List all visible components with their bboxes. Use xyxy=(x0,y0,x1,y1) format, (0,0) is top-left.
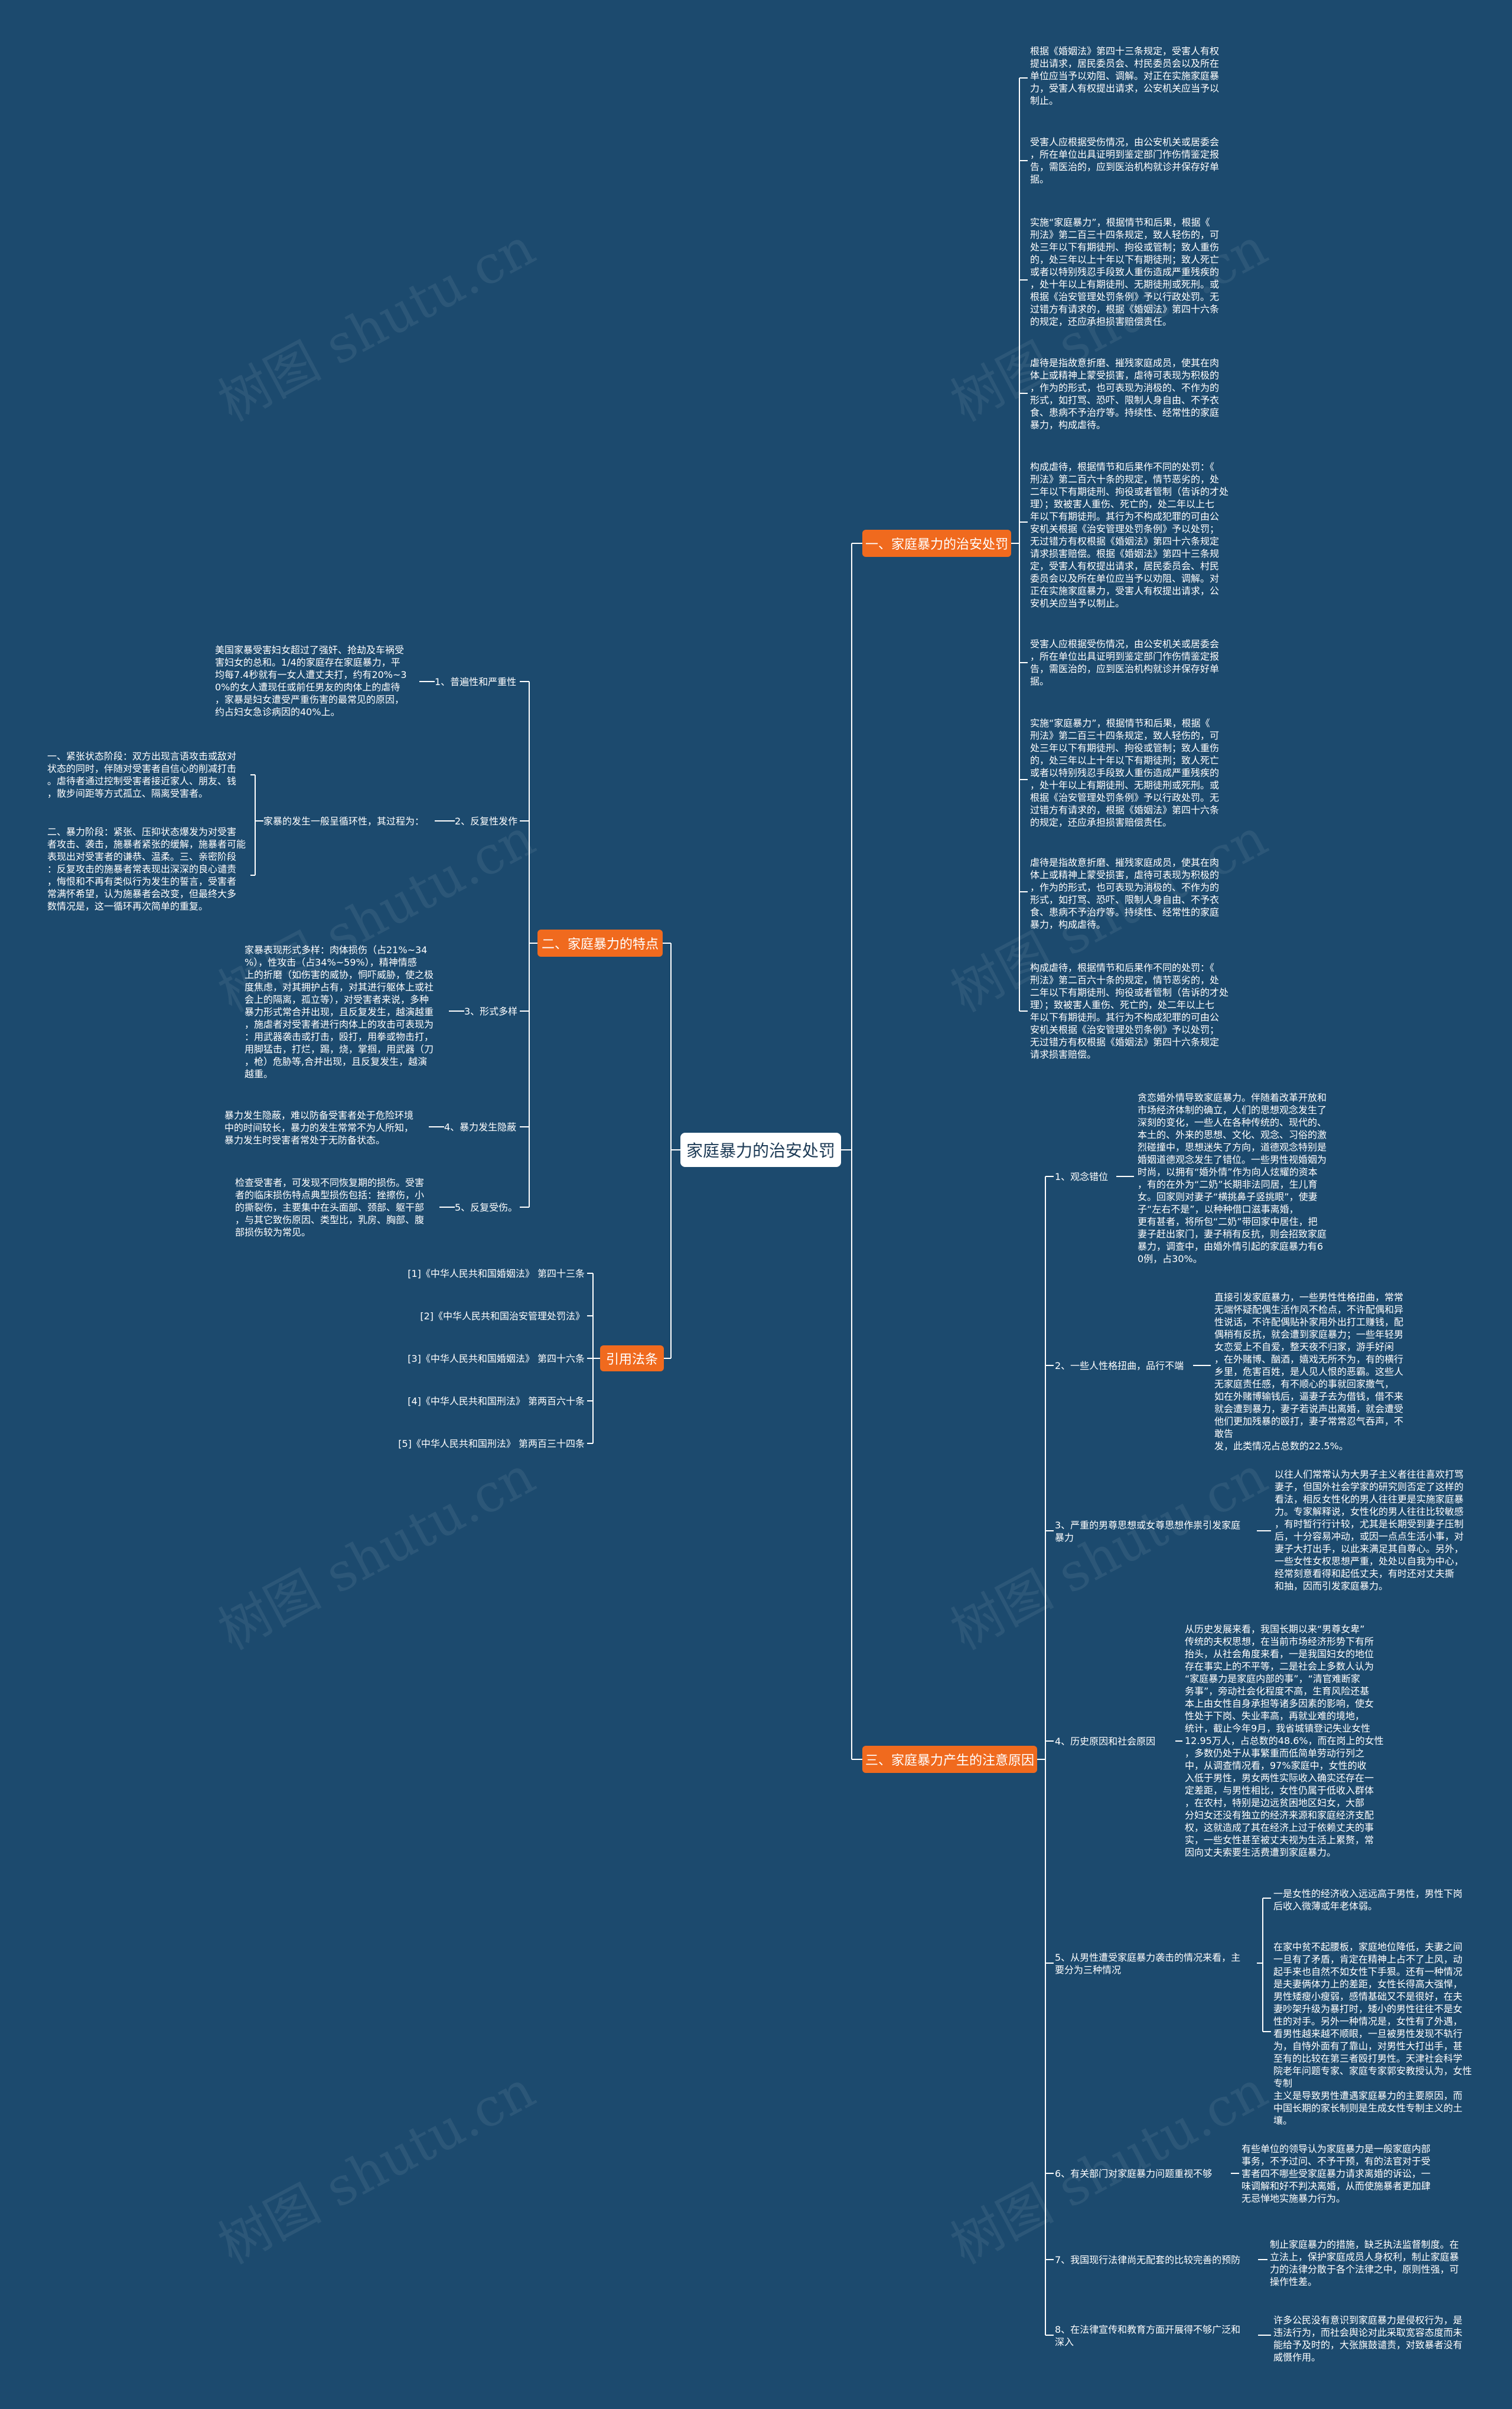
cause-text-8: 许多公民没有意识到家庭暴力是侵权行为，是 违法行为，而社会舆论对此采取宽容态度而… xyxy=(1273,2315,1463,2363)
penalty-leaf: 虐待是指故意折磨、摧残家庭成员，使其在肉 体上或精神上蒙受损害，虐待可表现为积极… xyxy=(1030,857,1220,930)
feature-text-4: 暴力发生隐蔽，难以防备受害者处于危险环境 中的时间较长，暴力的发生常常不为人所知… xyxy=(224,1110,414,1146)
cause-label-4: 4、历史原因和社会原因 xyxy=(1055,1736,1156,1747)
cause-label-7: 7、我国现行法律尚无配套的比较完善的预防 xyxy=(1055,2254,1241,2265)
feature-text-3: 家暴表现形式多样：肉体损伤（占21%~34 %），性攻击（占34%~59%），精… xyxy=(245,944,434,1080)
branch-legal-refs[interactable]: 引用法条 xyxy=(600,1345,664,1371)
cause-text-6: 有些单位的领导认为家庭暴力是一般家庭内部 事务，不予过问、不予干预，有的法官对于… xyxy=(1241,2143,1431,2204)
legal-ref-item[interactable]: [4]《中华人民共和国刑法》 第两百六十条 xyxy=(408,1396,585,1407)
legal-ref-item[interactable]: [5]《中华人民共和国刑法》 第两百三十四条 xyxy=(398,1438,585,1449)
penalty-leaf: 受害人应根据受伤情况，由公安机关或居委会 ，所在单位出具证明到鉴定部门作伤情鉴定… xyxy=(1030,136,1220,185)
branch-causes[interactable]: 三、家庭暴力产生的注意原因 xyxy=(862,1746,1037,1773)
cause-label-3: 3、严重的男尊思想或女尊思想作祟引发家庭 暴力 xyxy=(1055,1520,1241,1543)
cause-sub-5a: 一是女性的经济收入远远高于男性，男性下岗 后收入微薄或年老体弱。 xyxy=(1273,1888,1463,1912)
cause-label-8: 8、在法律宣传和教育方面开展得不够广泛和 深入 xyxy=(1055,2324,1241,2348)
feature-label-1: 1、普遍性和严重性 xyxy=(435,676,517,687)
feature-label-2: 2、反复性发作 xyxy=(455,816,518,827)
legal-ref-item[interactable]: [3]《中华人民共和国婚姻法》 第四十六条 xyxy=(408,1353,585,1364)
cause-text-1: 贪恋婚外情导致家庭暴力。伴随着改革开放和 市场经济体制的确立，人们的思想观念发生… xyxy=(1138,1092,1327,1264)
penalty-leaf: 构成虐待，根据情节和后果作不同的处罚：《 刑法》第二百六十条的规定，情节恶劣的，… xyxy=(1030,962,1229,1060)
penalty-leaf: 构成虐待，根据情节和后果作不同的处罚：《 刑法》第二百六十条的规定，情节恶劣的，… xyxy=(1030,461,1229,609)
cause-text-3: 以往人们常常认为大男子主义者往往喜欢打骂 妻子，但国外社会学家的研究则否定了这样… xyxy=(1275,1469,1464,1592)
cause-text-2: 直接引发家庭暴力，一些男性性格扭曲，常常 无端怀疑配偶生活作风不检点，不许配偶和… xyxy=(1214,1292,1404,1452)
cause-text-7: 制止家庭暴力的措施，缺乏执法监督制度。在 立法上，保护家庭成员人身权利，制止家庭… xyxy=(1270,2239,1459,2287)
legal-ref-item[interactable]: [2]《中华人民共和国治安管理处罚法》 xyxy=(420,1311,585,1322)
feature-sub-2a: 一、紧张状态阶段：双方出现言语攻击或敌对 状态的同时，伴随对受害者自信心的削减打… xyxy=(47,751,237,799)
root-node[interactable]: 家庭暴力的治安处罚 xyxy=(680,1133,841,1167)
feature-text-1: 美国家暴受害妇女超过了强奸、抢劫及车祸受 害妇女的总和。1/4的家庭存在家庭暴力… xyxy=(215,644,407,718)
branch-features[interactable]: 二、家庭暴力的特点 xyxy=(537,930,663,957)
penalty-leaf: 实施“家庭暴力”，根据情节和后果，根据《 刑法》第二百三十四条规定，致人轻伤的，… xyxy=(1030,718,1220,828)
feature-label-5: 5、反复受伤。 xyxy=(455,1202,518,1213)
feature-label-4: 4、暴力发生隐蔽 xyxy=(444,1122,517,1133)
feature-sub-2b: 二、暴力阶段：紧张、压抑状态爆发为对受害 者攻击、袭击，施暴者紧张的缓解，施暴者… xyxy=(47,826,246,912)
cause-sub-5b: 在家中贫不起腰板，家庭地位降低，夫妻之间 一旦有了矛盾，肯定在精神上占不了上风，… xyxy=(1273,1941,1472,2126)
feature-text-5: 检查受害者，可发现不同恢复期的损伤。受害 者的临床损伤特点典型损伤包括：挫擦伤，… xyxy=(235,1177,425,1238)
feature-mid-2: 家暴的发生一般呈循环性，其过程为： xyxy=(263,816,425,827)
legal-ref-item[interactable]: [1]《中华人民共和国婚姻法》 第四十三条 xyxy=(408,1268,585,1279)
penalty-leaf: 虐待是指故意折磨、摧残家庭成员，使其在肉 体上或精神上蒙受损害，虐待可表现为积极… xyxy=(1030,357,1220,431)
cause-label-1: 1、观念错位 xyxy=(1055,1171,1109,1182)
cause-label-6: 6、有关部门对家庭暴力问题重视不够 xyxy=(1055,2168,1213,2179)
cause-label-2: 2、一些人性格扭曲，品行不端 xyxy=(1055,1360,1184,1371)
penalty-leaf: 根据《婚姻法》第四十三条规定，受害人有权 提出请求，居民委员会、村民委员会以及所… xyxy=(1030,45,1220,106)
feature-label-3: 3、形式多样 xyxy=(464,1006,518,1017)
penalty-leaf: 实施“家庭暴力”，根据情节和后果，根据《 刑法》第二百三十四条规定，致人轻伤的，… xyxy=(1030,217,1220,327)
cause-label-5: 5、从男性遭受家庭暴力袭击的情况来看，主 要分为三种情况 xyxy=(1055,1952,1241,1976)
cause-text-4: 从历史发展来看，我国长期以来“男尊女卑” 传统的夫权思想，在当前市场经济形势下有… xyxy=(1185,1624,1384,1858)
penalty-leaf: 受害人应根据受伤情况，由公安机关或居委会 ，所在单位出具证明到鉴定部门作伤情鉴定… xyxy=(1030,638,1220,687)
branch-penalty[interactable]: 一、家庭暴力的治安处罚 xyxy=(862,530,1011,557)
